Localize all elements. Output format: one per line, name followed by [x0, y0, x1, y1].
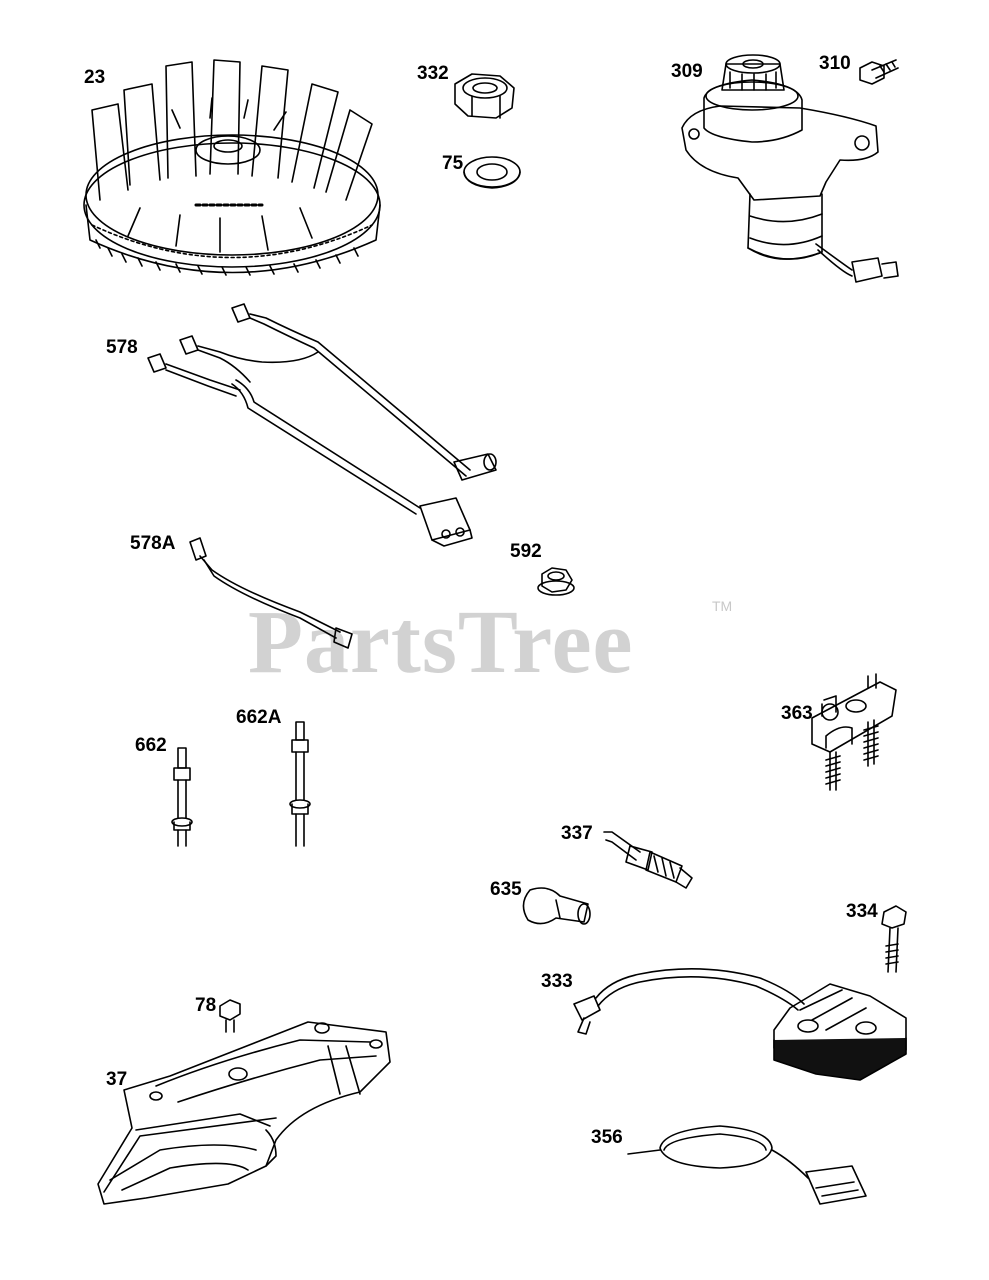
callout-37: 37: [106, 1069, 128, 1090]
callout-78: 78: [195, 995, 217, 1016]
flange-nut-part[interactable]: [537, 567, 575, 596]
kill-wire-part[interactable]: [627, 1125, 867, 1205]
callout-23: 23: [84, 67, 106, 88]
callout-75: 75: [442, 153, 464, 174]
callout-310: 310: [819, 53, 851, 74]
watermark: PartsTree: [248, 593, 634, 692]
callout-578: 578: [106, 337, 138, 358]
callout-333: 333: [541, 971, 573, 992]
callout-309: 309: [671, 61, 703, 82]
flywheel-part[interactable]: [83, 59, 381, 276]
trademark-mark: TM: [712, 598, 733, 614]
spark-plug-part[interactable]: [603, 831, 693, 889]
starter-motor-part[interactable]: [681, 54, 899, 283]
callout-332: 332: [417, 63, 449, 84]
bracket-part[interactable]: [811, 673, 897, 791]
mounting-screw-part[interactable]: [881, 905, 907, 973]
bolt-part[interactable]: [859, 59, 899, 85]
shield-screw-part[interactable]: [219, 999, 241, 1033]
stud-bolt-part[interactable]: [171, 747, 193, 847]
long-stud-bolt-part[interactable]: [289, 721, 311, 847]
ground-wire-part[interactable]: [189, 537, 353, 649]
callout-363: 363: [781, 703, 813, 724]
washer-part[interactable]: [463, 156, 521, 189]
callout-635: 635: [490, 879, 522, 900]
wire-harness-part[interactable]: [147, 303, 497, 547]
callout-662a: 662A: [236, 707, 282, 728]
blower-shield-part[interactable]: [97, 1021, 391, 1205]
callout-356: 356: [591, 1127, 623, 1148]
hex-nut-part[interactable]: [454, 73, 515, 119]
callout-592: 592: [510, 541, 542, 562]
callout-578a: 578A: [130, 533, 176, 554]
ignition-module-part[interactable]: [573, 968, 907, 1081]
callout-337: 337: [561, 823, 593, 844]
callout-662: 662: [135, 735, 167, 756]
spark-plug-boot-part[interactable]: [522, 887, 591, 925]
callout-334: 334: [846, 901, 878, 922]
